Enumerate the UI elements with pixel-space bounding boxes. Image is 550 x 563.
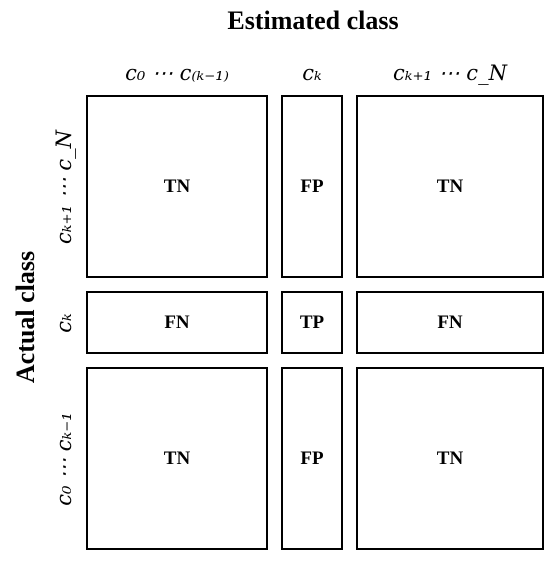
actual-class-title: Actual class (11, 250, 40, 384)
row-label-k: cₖ (52, 312, 76, 333)
cell-fp-top: FP (281, 95, 343, 278)
cell-tp: TP (281, 291, 343, 354)
cell-fp-bottom: FP (281, 367, 343, 550)
cell-tn-top-left: TN (86, 95, 268, 278)
column-label-k-text: cₖ (302, 61, 322, 85)
actual-class-title-wrap: Actual class (6, 242, 46, 392)
column-label-low: c₀ ⋯ c₍ₖ₋₁₎ (86, 58, 268, 88)
cell-label: FN (437, 311, 463, 333)
row-label-high-wrap: cₖ₊₁ ⋯ c_N (46, 95, 82, 278)
row-label-high: cₖ₊₁ ⋯ c_N (52, 129, 76, 244)
cell-label: TN (436, 175, 464, 197)
estimated-class-title: Estimated class (227, 6, 399, 35)
cell-label: TN (163, 175, 191, 197)
cell-tn-top-right: TN (356, 95, 544, 278)
row-label-low-wrap: c₀ ⋯ cₖ₋₁ (46, 367, 82, 550)
cell-label: FP (300, 175, 324, 197)
row-label-k-wrap: cₖ (46, 291, 82, 354)
cell-tn-bottom-right: TN (356, 367, 544, 550)
column-label-low-text: c₀ ⋯ c₍ₖ₋₁₎ (125, 61, 229, 85)
cell-tn-bottom-left: TN (86, 367, 268, 550)
cell-label: TN (163, 447, 191, 469)
cell-label: TP (299, 311, 325, 333)
row-label-low: c₀ ⋯ cₖ₋₁ (52, 411, 76, 506)
cell-label: FN (164, 311, 190, 333)
cell-label: FP (300, 447, 324, 469)
cell-fn-right: FN (356, 291, 544, 354)
column-label-high-text: cₖ₊₁ ⋯ c_N (393, 61, 507, 85)
cell-label: TN (436, 447, 464, 469)
cell-fn-left: FN (86, 291, 268, 354)
column-label-k: cₖ (281, 58, 343, 88)
column-label-high: cₖ₊₁ ⋯ c_N (356, 58, 544, 88)
